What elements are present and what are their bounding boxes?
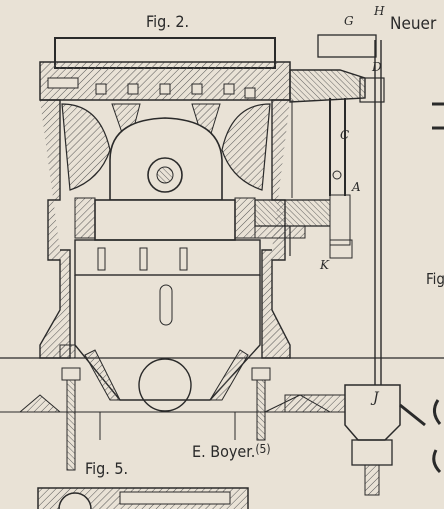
base-bolts xyxy=(18,367,332,471)
piston xyxy=(74,117,256,241)
label-D: D xyxy=(372,60,382,74)
fig-partial: Fig xyxy=(426,270,444,288)
rod-C xyxy=(291,98,346,198)
author-text: E. Boyer. xyxy=(192,442,256,461)
label-H: H xyxy=(374,4,385,18)
label-G: G xyxy=(344,14,354,28)
push-rod xyxy=(317,34,385,385)
right-edge-marks xyxy=(432,102,444,474)
author-number: (5) xyxy=(255,442,271,456)
fig2-caption: Fig. 2. xyxy=(146,12,190,31)
label-A: A xyxy=(352,180,361,194)
label-K: K xyxy=(320,258,329,272)
title-partial: Neuer xyxy=(390,14,437,34)
valve-assembly-A-K xyxy=(254,194,353,259)
fig5-caption: Fig. 5. xyxy=(85,459,129,478)
fig5-fragment xyxy=(37,487,249,509)
author-name: E. Boyer.(5) xyxy=(192,442,271,461)
label-C: C xyxy=(340,128,350,142)
cylinder-head xyxy=(39,37,366,103)
label-J: J xyxy=(373,390,379,406)
lower-piston xyxy=(59,239,261,412)
